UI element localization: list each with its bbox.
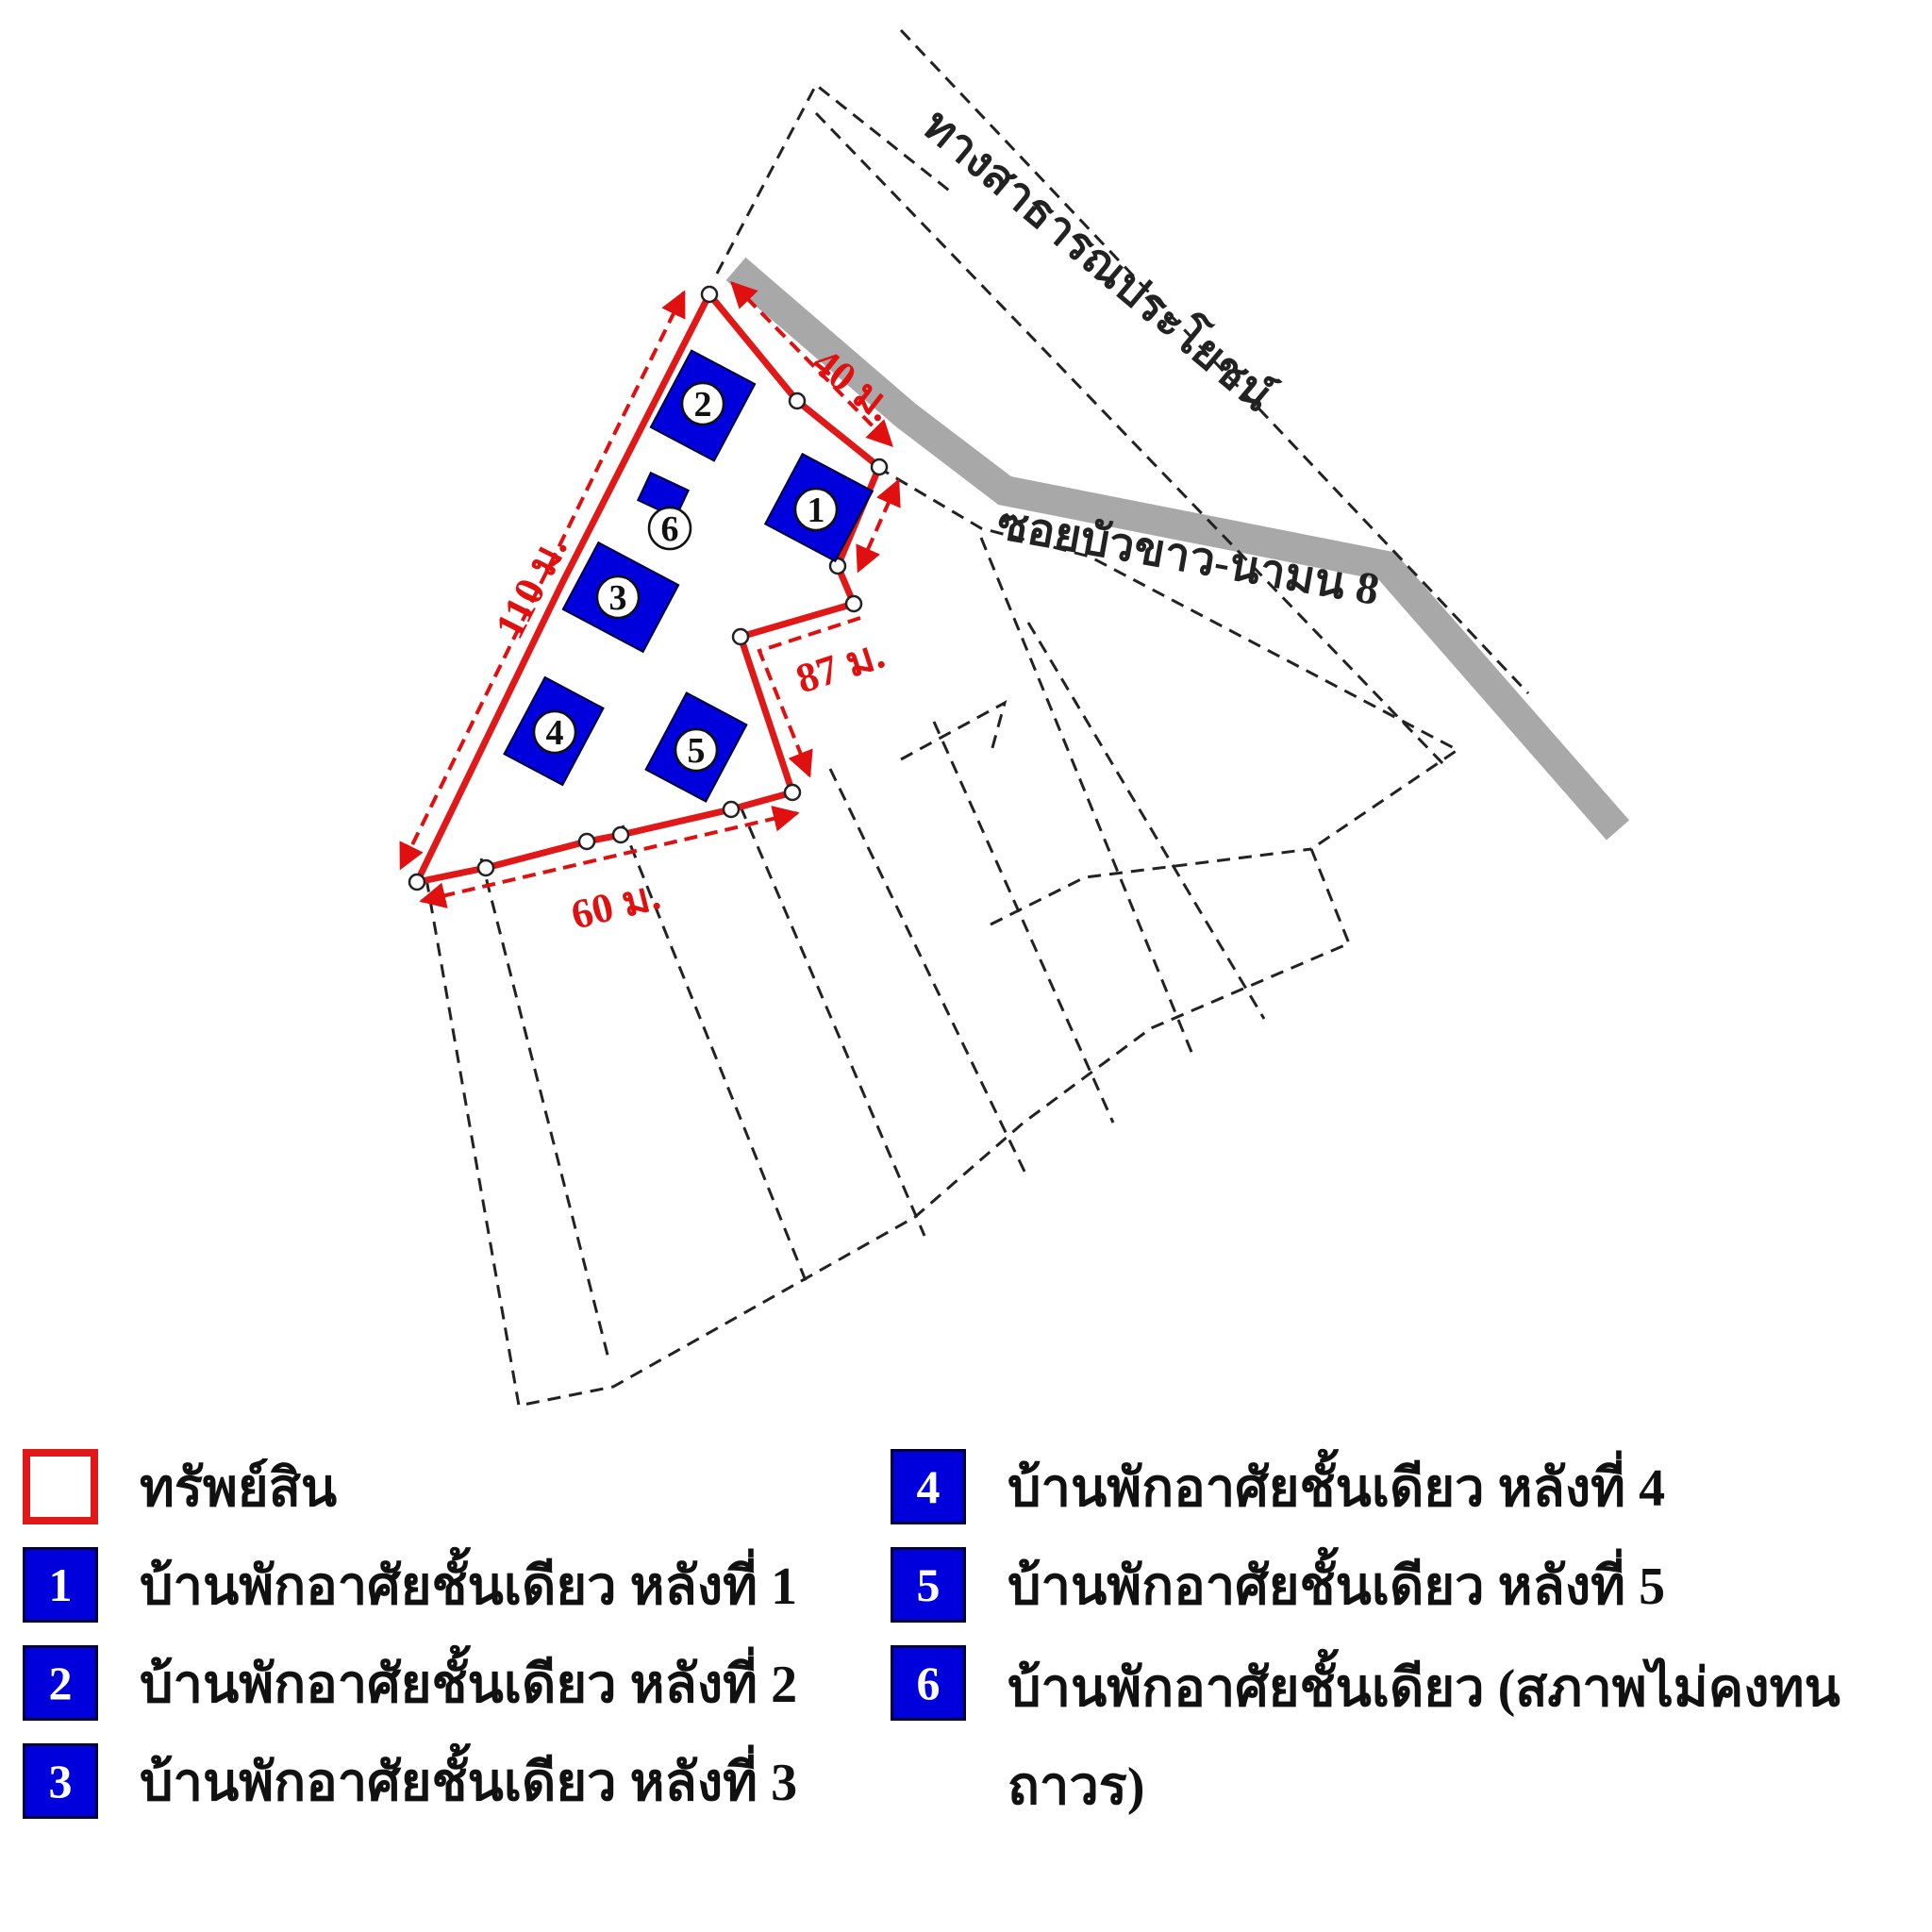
legend: ทรัพย์สิน 1 บ้านพักอาศัยชั้นเดียว หลังที…: [0, 1443, 1932, 1915]
house-swatch-2: 2: [23, 1645, 98, 1721]
legend-item-5: 5 บ้านพักอาศัยชั้นเดียว หลังที่ 5: [891, 1541, 1919, 1640]
legend-label-1: บ้านพักอาศัยชั้นเดียว หลังที่ 1: [140, 1557, 798, 1616]
legend-label-6: บ้านพักอาศัยชั้นเดียว (สภาพไม่คงทนถาวร): [1008, 1659, 1840, 1816]
building-6: [636, 471, 691, 520]
legend-left-column: ทรัพย์สิน 1 บ้านพักอาศัยชั้นเดียว หลังที…: [23, 1443, 853, 1836]
building-1-number: 1: [808, 491, 825, 530]
public-road-lines: [814, 28, 1530, 766]
dimension-arrows: [399, 281, 901, 908]
legend-item-6: 6 บ้านพักอาศัยชั้นเดียว (สภาพไม่คงทนถาวร…: [891, 1640, 1919, 1836]
dimension-right-label: 87 ม.: [791, 631, 891, 703]
legend-label-2: บ้านพักอาศัยชั้นเดียว หลังที่ 2: [140, 1656, 798, 1714]
building-4-number: 4: [546, 713, 564, 753]
legend-item-2: 2 บ้านพักอาศัยชั้นเดียว หลังที่ 2: [23, 1640, 853, 1738]
legend-item-property: ทรัพย์สิน: [23, 1443, 853, 1541]
legend-right-column: 4 บ้านพักอาศัยชั้นเดียว หลังที่ 4 5 บ้าน…: [891, 1443, 1919, 1836]
legend-item-3: 3 บ้านพักอาศัยชั้นเดียว หลังที่ 3: [23, 1738, 853, 1836]
public-road-label: ทางสาธารณประโยชน์: [913, 98, 1285, 422]
house-swatch-3: 3: [23, 1743, 98, 1819]
building-3-number: 3: [609, 578, 627, 618]
house-swatch-5: 5: [891, 1547, 966, 1623]
house-swatch-6: 6: [891, 1645, 966, 1721]
property-swatch: [23, 1449, 98, 1524]
legend-property-label: ทรัพย์สิน: [140, 1459, 338, 1518]
house-swatch-1: 1: [23, 1547, 98, 1623]
house-swatch-4: 4: [891, 1449, 966, 1524]
building-5-number: 5: [688, 731, 706, 771]
legend-item-4: 4 บ้านพักอาศัยชั้นเดียว หลังที่ 4: [891, 1443, 1919, 1541]
legend-item-1: 1 บ้านพักอาศัยชั้นเดียว หลังที่ 1: [23, 1541, 853, 1640]
legend-label-4: บ้านพักอาศัยชั้นเดียว หลังที่ 4: [1008, 1459, 1666, 1518]
building-2-number: 2: [694, 385, 712, 425]
legend-label-5: บ้านพักอาศัยชั้นเดียว หลังที่ 5: [1008, 1557, 1666, 1616]
dimension-bottom-label: 60 ม.: [567, 872, 665, 939]
legend-label-3: บ้านพักอาศัยชั้นเดียว หลังที่ 3: [140, 1754, 798, 1812]
site-plan-map: 40 ม. 110 ม. 87 ม. 60 ม. ทางสาธารณประโยช…: [399, 28, 1630, 1407]
building-6-number: 6: [661, 509, 679, 549]
